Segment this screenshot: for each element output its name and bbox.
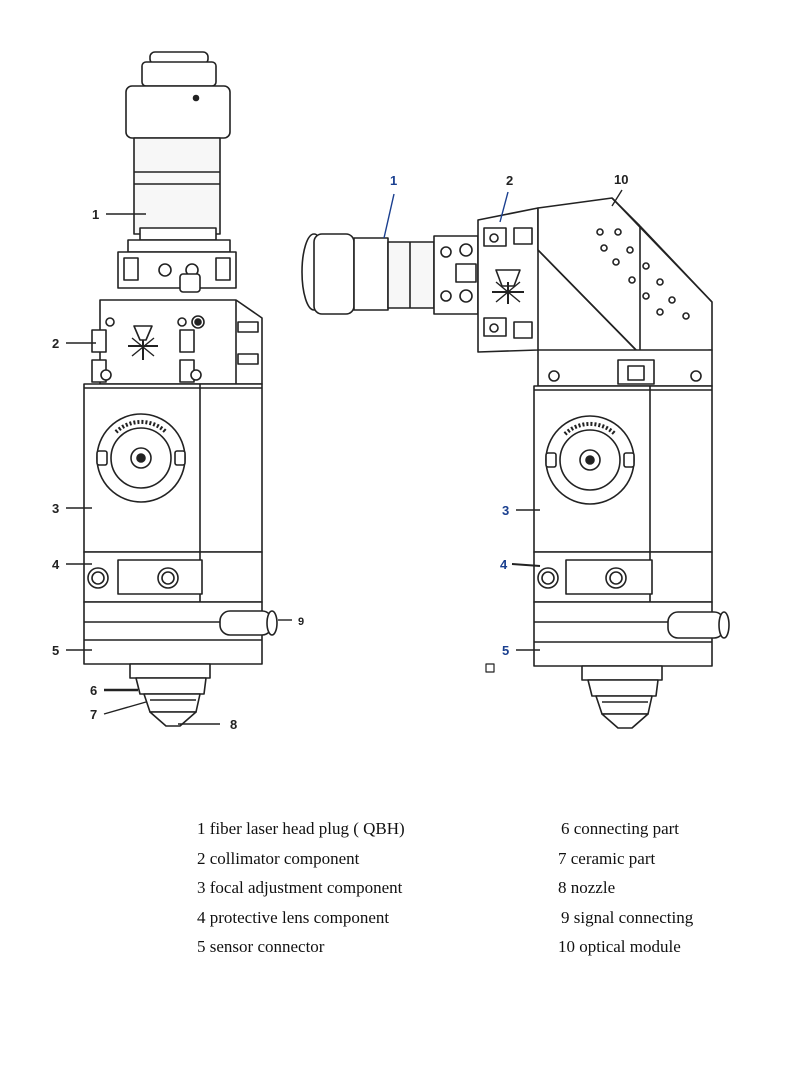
leader-right-1: [383, 193, 395, 239]
legend-item-5: 5 sensor connector: [197, 937, 325, 957]
legend-right-column: 6 connecting part 7 ceramic part 8 nozzl…: [558, 814, 693, 962]
sensor-body-right: [533, 601, 730, 667]
callout-left-7: 7: [90, 707, 97, 722]
qbh-plug-left: [125, 51, 231, 241]
protective-lens-right: [533, 551, 713, 603]
straight-laser-head: [83, 51, 278, 727]
optical-module-right: [537, 197, 713, 387]
callout-left-5: 5: [52, 643, 59, 658]
legend-item-8: 8 nozzle: [558, 878, 616, 898]
laser-head-diagram: 1 2 3 4 5 6 7 8 9 1 2 10 3 4 5: [52, 51, 730, 732]
leader-left-7: [103, 701, 147, 715]
legend-item-3: 3 focal adjustment component: [197, 878, 403, 898]
nozzle-assembly-left: [129, 663, 211, 727]
adapter-left: [117, 239, 237, 293]
nozzle-assembly-right: [581, 665, 663, 729]
legend-item-7: 7 ceramic part: [558, 848, 656, 868]
callout-right-5: 5: [502, 643, 509, 658]
protective-lens-left: [83, 551, 263, 603]
callout-right-4: 4: [500, 557, 508, 572]
callout-left-2: 2: [52, 336, 59, 351]
callout-left-9: 9: [298, 616, 304, 628]
bent-laser-head: [301, 197, 730, 729]
leader-right-2: [499, 191, 509, 223]
legend-item-6: 6 connecting part: [561, 819, 680, 838]
leader-right-4: [511, 563, 541, 567]
collimator-segment-right: [477, 207, 539, 353]
callout-left-6: 6: [90, 683, 97, 698]
legend-item-10: 10 optical module: [558, 937, 681, 957]
callout-right-10: 10: [614, 172, 628, 187]
callout-right-2: 2: [506, 173, 513, 188]
qbh-plug-right: [301, 233, 479, 315]
focus-body-right: [533, 385, 713, 553]
leader-right-10: [611, 189, 623, 207]
callout-right-3: 3: [502, 503, 509, 518]
callout-left-4: 4: [52, 557, 60, 572]
sensor-body-left: [83, 601, 278, 665]
callout-left-1: 1: [92, 207, 99, 222]
callout-left-3: 3: [52, 501, 59, 516]
legend-item-1: 1 fiber laser head plug ( QBH): [197, 819, 405, 838]
callout-right-1: 1: [390, 173, 397, 188]
legend-item-4: 4 protective lens component: [197, 907, 390, 927]
collimator-block-left: [91, 299, 263, 385]
callout-left-8: 8: [230, 717, 237, 732]
focus-body-left: [83, 383, 263, 553]
legend-item-9: 9 signal connecting: [561, 907, 694, 927]
legend-item-2: 2 collimator component: [197, 848, 360, 868]
square-marker: [485, 663, 495, 673]
legend-left-column: 1 fiber laser head plug ( QBH) 2 collima…: [197, 814, 405, 962]
